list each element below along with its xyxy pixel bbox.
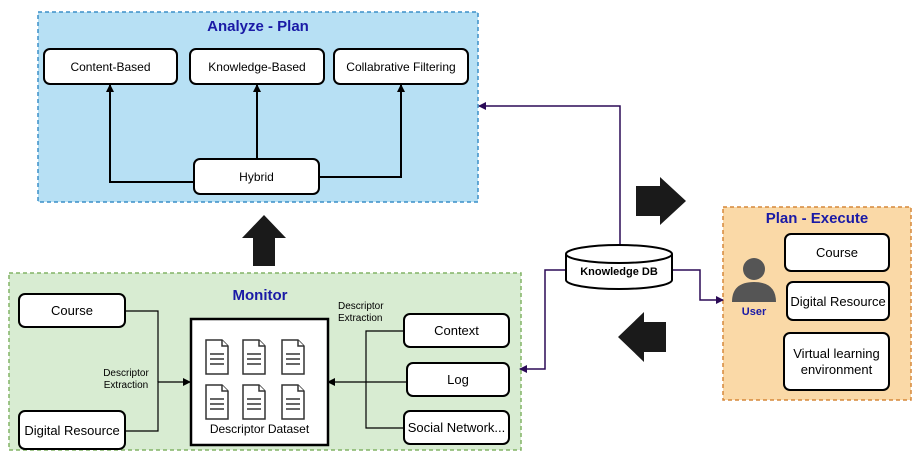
plan-execute-title: Plan - Execute <box>765 209 869 227</box>
document-icon <box>281 339 305 375</box>
document-icons <box>205 339 305 420</box>
analyze-plan-title: Analyze - Plan <box>207 17 309 35</box>
arrow-hybrid-content <box>106 84 200 186</box>
descriptor-extraction-left-label: Descriptor Extraction <box>103 368 149 391</box>
monitor-title: Monitor <box>232 286 288 304</box>
execute-digital-resource-box: Digital Resource <box>786 281 890 321</box>
connector-context <box>365 330 403 382</box>
link-db-execute <box>664 266 724 304</box>
link-db-monitor <box>519 266 572 373</box>
knowledge-db-label: Knowledge DB <box>580 266 658 278</box>
document-icon <box>242 339 266 375</box>
log-box: Log <box>406 362 510 397</box>
document-icon <box>205 384 229 420</box>
connector-course <box>126 310 159 382</box>
flow-arrow-right <box>636 177 686 225</box>
arrow-hybrid-collaborative <box>313 84 405 181</box>
monitor-course-box: Course <box>18 293 126 328</box>
user-label: User <box>741 306 767 318</box>
monitor-digital-resource-box: Digital Resource <box>18 410 126 450</box>
flow-arrow-left <box>618 312 666 362</box>
content-based-box: Content-Based <box>43 48 178 85</box>
virtual-learning-box: Virtual learning environment <box>783 332 890 391</box>
document-icon <box>242 384 266 420</box>
knowledge-based-box: Knowledge-Based <box>189 48 325 85</box>
user-icon <box>732 258 776 302</box>
descriptor-dataset-label: Descriptor Dataset <box>209 422 310 436</box>
link-db-analyze <box>478 102 624 251</box>
collaborative-filtering-box: Collabrative Filtering <box>333 48 469 85</box>
context-box: Context <box>403 313 510 348</box>
connector-social-network <box>365 382 403 429</box>
flow-arrow-up <box>242 215 286 266</box>
connector-digital-resource <box>126 378 191 432</box>
execute-course-box: Course <box>784 233 890 272</box>
document-icon <box>205 339 229 375</box>
social-network-box: Social Network... <box>403 410 510 445</box>
knowledge-db-cylinder <box>565 244 673 290</box>
document-icon <box>281 384 305 420</box>
hybrid-box: Hybrid <box>193 158 320 195</box>
descriptor-extraction-right-label: Descriptor Extraction <box>338 301 384 324</box>
